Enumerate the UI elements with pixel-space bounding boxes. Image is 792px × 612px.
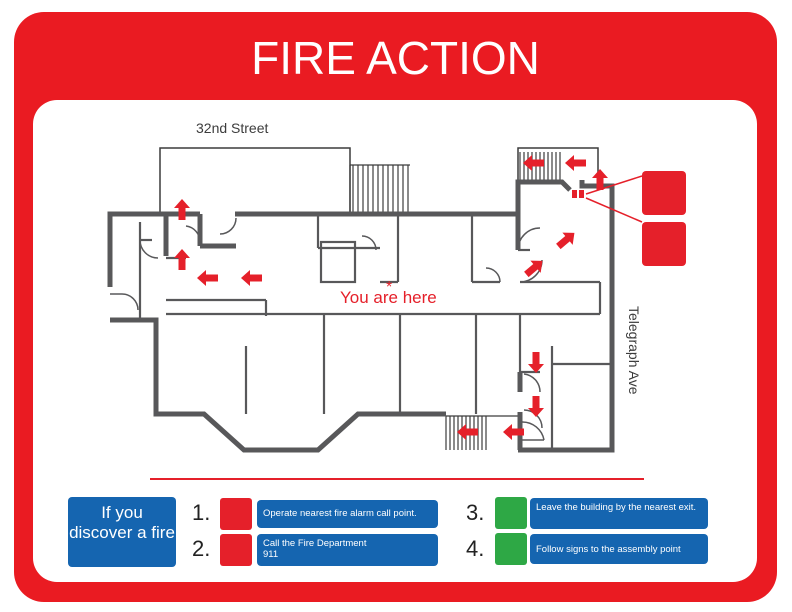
step-number-1: 1. [192,500,211,525]
step-number-2: 2. [192,536,211,561]
fire-alarm-call-point-icon [642,171,686,215]
step-4-box: Follow signs to the assembly point [530,534,708,564]
staircase-top [349,164,410,214]
exit-arrow [174,199,190,220]
door-swings [110,217,545,441]
step-1-text: Operate nearest fire alarm call point. [263,508,417,519]
exit-arrow [197,270,218,286]
exit-icon [495,497,527,529]
step-4-text: Follow signs to the assembly point [536,544,681,555]
step-2-box: Call the Fire Department 911 [257,534,438,566]
fire-extinguisher-icon [642,222,686,266]
sign-title: FIRE ACTION [251,32,540,84]
equipment-markers [572,175,643,223]
street-label-top: 32nd Street [196,120,269,136]
step-2-phone: 911 [263,549,279,560]
fire-phone-icon [220,534,252,566]
step-3-text: Leave the building by the nearest exit. [536,502,697,513]
exit-arrow [528,352,544,373]
discover-fire-heading: If you discover a fire [68,497,176,567]
exit-arrow [457,424,478,440]
exit-arrow [553,226,580,253]
you-are-here-marker: * [386,279,392,296]
assembly-point-icon [495,533,527,565]
street-label-right: Telegraph Ave [626,306,642,395]
step-1-box: Operate nearest fire alarm call point. [257,500,438,528]
step-3-box: Leave the building by the nearest exit. [530,498,708,529]
fire-alarm-icon [220,498,252,530]
you-are-here-label: You are here [340,288,437,307]
exit-arrow [528,396,544,417]
exit-arrow [523,155,544,171]
exit-arrow [241,270,262,286]
exit-arrow [174,249,190,270]
divider-line [150,478,644,480]
step-number-4: 4. [466,536,485,561]
step-number-3: 3. [466,500,485,525]
exit-arrow [565,155,586,171]
step-2-text: Call the Fire Department [263,538,367,549]
staircase-top-right [519,152,561,182]
staircase-bottom [445,415,520,450]
